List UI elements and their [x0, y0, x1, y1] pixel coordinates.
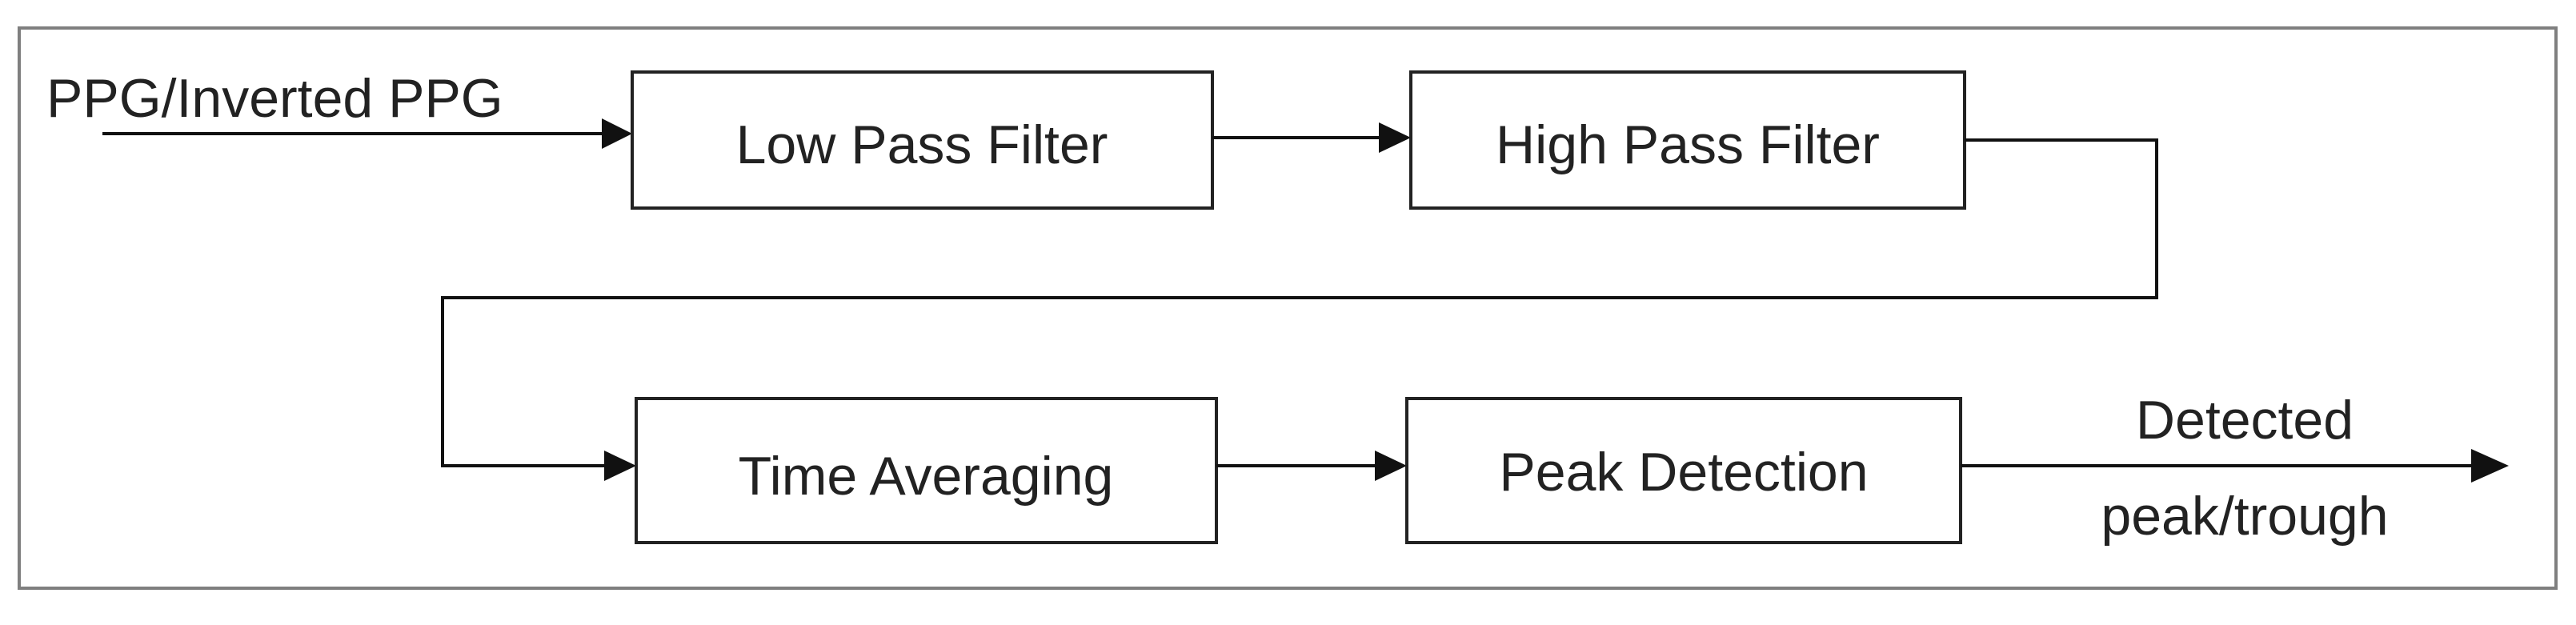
low-pass-filter-label: Low Pass Filter	[736, 114, 1108, 175]
diagram-frame	[18, 26, 2558, 590]
output-label-line1: Detected	[2136, 390, 2354, 451]
output-arrow-head	[2471, 449, 2509, 483]
input-arrow-head	[602, 118, 632, 149]
low-pass-filter-block	[631, 70, 1214, 210]
averaging-to-peak-arrow-head	[1375, 451, 1407, 481]
high-pass-filter-label: High Pass Filter	[1496, 114, 1880, 175]
hpf-to-averaging-connector	[441, 138, 2158, 467]
output-label-line2: peak/trough	[2101, 486, 2388, 547]
peak-detection-block	[1405, 397, 1962, 544]
lpf-to-hpf-arrow-head	[1379, 122, 1411, 153]
peak-detection-label: Peak Detection	[1499, 442, 1868, 503]
time-averaging-label: Time Averaging	[739, 446, 1114, 507]
input-label: PPG/Inverted PPG	[46, 68, 503, 129]
time-averaging-block	[635, 397, 1218, 544]
hpf-to-averaging-arrow-head	[604, 451, 636, 481]
